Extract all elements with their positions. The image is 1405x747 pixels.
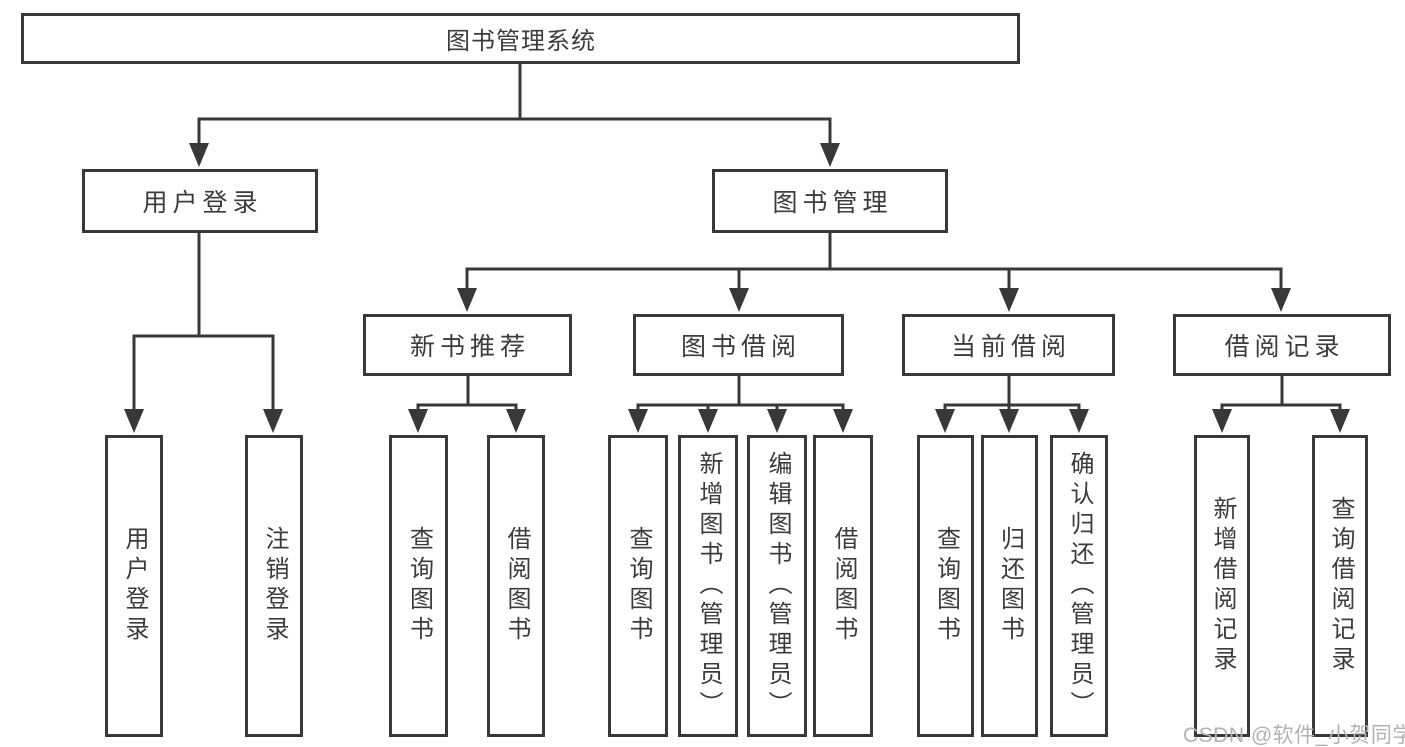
node-book-management-branch: 图书管理 <box>712 169 948 233</box>
leaf-borrow-edit-admin-label: 编辑图书（管理员） <box>764 451 791 721</box>
leaf-borrow-query-label: 查询图书 <box>625 526 652 646</box>
leaf-record-query: 查询借阅记录 <box>1312 435 1368 737</box>
arrowheads <box>124 143 1350 433</box>
leaf-borrow-edit-admin: 编辑图书（管理员） <box>747 435 807 737</box>
leaf-user-login: 用户登录 <box>105 435 163 737</box>
leaf-current-confirm-admin-label: 确认归还（管理员） <box>1066 451 1093 721</box>
leaf-logout-label: 注销登录 <box>261 526 288 646</box>
leaf-newbook-borrow: 借阅图书 <box>487 435 545 737</box>
leaf-newbook-query: 查询图书 <box>389 435 448 737</box>
node-new-book-recommend: 新书推荐 <box>363 314 572 376</box>
leaf-current-return: 归还图书 <box>981 435 1038 737</box>
csdn-watermark: CSDN @软件_小贺同学 <box>1183 724 1405 747</box>
node-book-borrow: 图书借阅 <box>633 314 844 376</box>
node-user-login-branch: 用户登录 <box>82 169 318 233</box>
leaf-borrow-query: 查询图书 <box>608 435 668 737</box>
leaf-borrow-borrow-label: 借阅图书 <box>830 526 857 646</box>
leaf-borrow-borrow: 借阅图书 <box>813 435 873 737</box>
leaf-record-add: 新增借阅记录 <box>1194 435 1250 737</box>
leaf-user-login-label: 用户登录 <box>121 526 148 646</box>
leaf-borrow-add-admin-label: 新增图书（管理员） <box>695 451 722 721</box>
leaf-current-return-label: 归还图书 <box>996 526 1024 646</box>
leaf-newbook-borrow-label: 借阅图书 <box>503 526 530 646</box>
leaf-logout: 注销登录 <box>245 435 303 737</box>
leaf-current-query: 查询图书 <box>917 435 974 737</box>
leaf-current-confirm-admin: 确认归还（管理员） <box>1050 435 1108 737</box>
node-borrow-records: 借阅记录 <box>1173 314 1391 376</box>
leaf-record-query-label: 查询借阅记录 <box>1327 496 1354 676</box>
leaf-record-add-label: 新增借阅记录 <box>1209 496 1236 676</box>
node-system-root: 图书管理系统 <box>21 13 1020 64</box>
leaf-current-query-label: 查询图书 <box>932 526 960 646</box>
leaf-borrow-add-admin: 新增图书（管理员） <box>678 435 738 737</box>
leaf-newbook-query-label: 查询图书 <box>405 526 433 646</box>
node-current-borrow: 当前借阅 <box>902 314 1115 376</box>
